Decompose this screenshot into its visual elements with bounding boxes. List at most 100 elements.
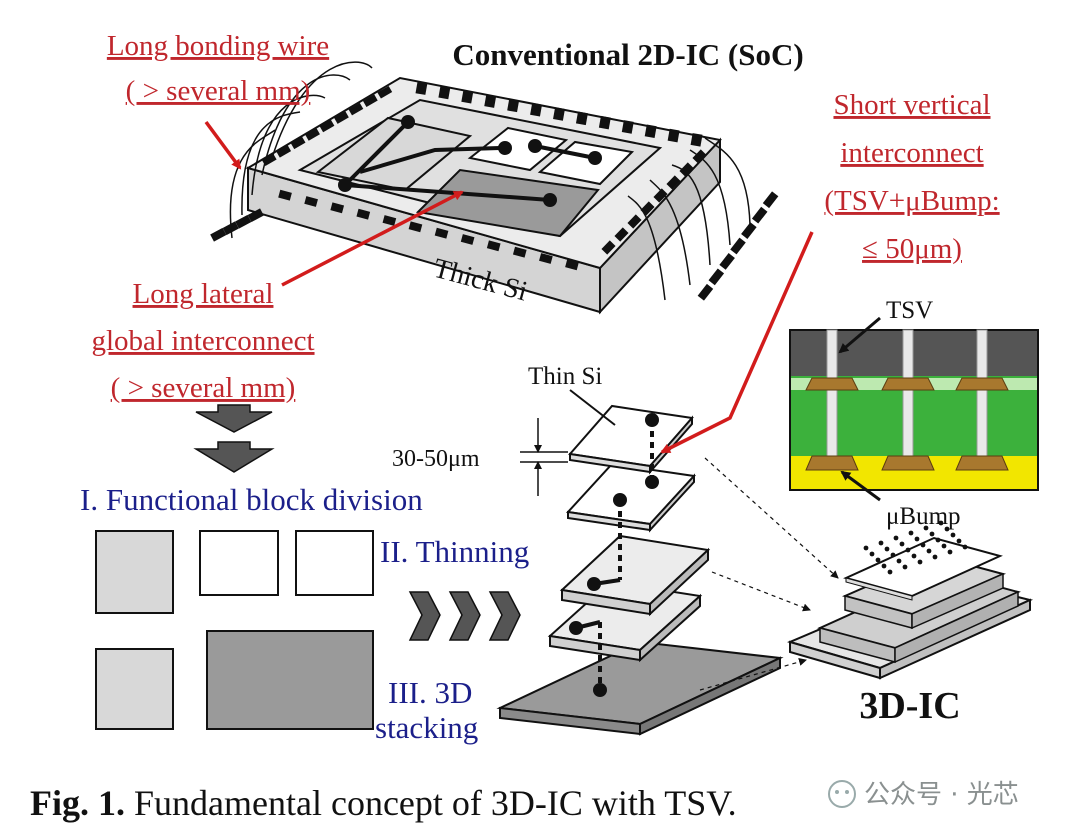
bond-pad: [539, 253, 553, 264]
ubump-leader-arrow: [840, 470, 881, 502]
caption-text: Fundamental concept of 3D-IC with TSV.: [125, 783, 737, 823]
watermark-text: 公众号 · 光芯: [864, 780, 1019, 810]
bond-pad: [512, 246, 527, 258]
layer-2-edge-r: [649, 547, 709, 617]
watermark: 公众号 · 光芯: [828, 780, 1019, 810]
bond-pad: [334, 111, 349, 124]
micro-bump: [805, 455, 859, 471]
bump-dot: [902, 564, 908, 570]
bond-pad: [751, 206, 768, 224]
bond-pad: [690, 133, 703, 147]
bond-pad: [460, 234, 475, 245]
bond-pad: [356, 208, 371, 220]
bond-pad: [290, 136, 306, 150]
chip-2d-pads: [210, 81, 779, 301]
bonding-wire-line2: ( > several mm): [126, 75, 311, 107]
chip-2d-node: [338, 178, 352, 192]
bond-pad: [434, 227, 449, 239]
bond-pad: [653, 188, 668, 203]
bump-dot: [878, 540, 884, 546]
bond-pad: [276, 145, 292, 158]
bump-dot: [950, 532, 956, 538]
bond-pad: [304, 196, 318, 207]
tsv-label: TSV: [886, 297, 933, 324]
bond-pad: [319, 119, 335, 133]
chip-2d-wire-2: [344, 183, 551, 202]
block-light-1: [95, 530, 174, 614]
bump-dot: [920, 542, 926, 548]
block-white-2: [295, 530, 374, 596]
bump-dot: [914, 536, 920, 542]
bond-pad: [575, 111, 588, 126]
tsv-pillar: [902, 329, 914, 459]
bond-pad: [627, 214, 642, 229]
down-arrows: [193, 404, 275, 473]
bond-pad: [415, 81, 428, 95]
bond-pad: [644, 124, 657, 139]
chip-2d-wire-4: [534, 144, 596, 160]
bond-pad: [362, 94, 378, 107]
bond-pad: [507, 98, 520, 113]
bump-dot: [875, 557, 881, 563]
right-arrow-icon: [448, 591, 481, 641]
bond-pad: [278, 189, 292, 201]
bump-dot: [938, 520, 944, 526]
bump-dot: [881, 563, 887, 569]
bump-dot: [887, 569, 893, 575]
stack-node: [613, 493, 627, 507]
bond-pad: [621, 120, 634, 134]
bond-pad: [305, 128, 320, 141]
bump-dot: [926, 548, 932, 554]
bond-pad: [741, 222, 757, 239]
bump-dot: [956, 538, 962, 544]
bond-pad: [348, 102, 364, 116]
long-lateral-line1: Long lateral: [133, 278, 274, 310]
dashed-arrow: [704, 457, 839, 579]
functional-blocks: [95, 530, 374, 730]
red-arrow-bonding: [204, 120, 242, 170]
tsv-pillars: [805, 329, 1009, 471]
bonding-wire-line1: Long bonding wire: [107, 30, 329, 62]
bond-pad: [553, 107, 565, 121]
dashed-arrow: [711, 571, 811, 612]
bond-pad: [719, 253, 735, 270]
bump-dot: [911, 553, 917, 559]
bond-pad: [330, 202, 345, 214]
right-arrows: [408, 591, 521, 641]
layer-1-edge-r: [649, 473, 695, 533]
bond-pad: [614, 227, 629, 242]
step3-line2: stacking: [375, 710, 478, 745]
bump-dot: [935, 537, 941, 543]
bond-pad: [530, 102, 543, 117]
bump-dot: [929, 531, 935, 537]
bond-pad: [601, 240, 616, 255]
exploded-stack: [496, 404, 784, 736]
dashed-arrow: [699, 658, 807, 691]
block-white-1: [199, 530, 279, 596]
bond-pad: [598, 115, 611, 130]
bump-dot: [947, 549, 953, 555]
bump-dot: [905, 547, 911, 553]
bond-pad: [708, 268, 725, 286]
bump-dot: [869, 551, 875, 557]
bump-dot: [932, 554, 938, 560]
short-vertical-line4: ≤ 50μm): [862, 233, 962, 265]
bond-pad: [679, 162, 694, 177]
bond-pad: [762, 191, 779, 209]
bond-pad: [438, 85, 451, 100]
chip-2d-block-dark: [415, 168, 600, 238]
bump-dot: [944, 526, 950, 532]
bond-pad: [382, 215, 397, 226]
down-arrow-icon: [195, 404, 273, 433]
bond-pad: [486, 240, 501, 252]
layer-3-edge-r: [639, 593, 701, 663]
bump-dot: [941, 543, 947, 549]
chip-2d-node: [528, 139, 542, 153]
bump-dot: [917, 559, 923, 565]
stack-node: [587, 577, 601, 591]
top-bump: [881, 377, 935, 391]
short-vertical-line1: Short vertical: [833, 89, 990, 121]
tsv-leader-arrow: [838, 316, 881, 354]
long-lateral-line3: ( > several mm): [111, 372, 296, 404]
step2-label: II. Thinning: [380, 534, 529, 569]
